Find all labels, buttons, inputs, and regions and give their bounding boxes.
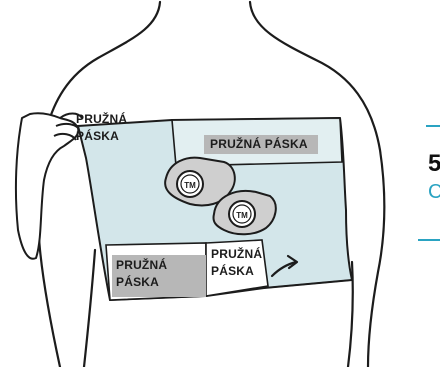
- label-strap-bottom-left-line1: PRUŽNÁ: [116, 257, 202, 274]
- label-strap-bottom-mid-line1: PRUŽNÁ: [211, 246, 262, 263]
- side-panel-sub: C: [428, 180, 440, 204]
- label-strap-bottom-mid-line2: PÁSKA: [211, 263, 262, 280]
- label-strap-top-right: PRUŽNÁ PÁSKA: [204, 135, 318, 154]
- side-panel-number: 5: [428, 150, 440, 178]
- label-strap-bottom-left-line2: PÁSKA: [116, 274, 202, 291]
- label-strap-bottom-mid: PRUŽNÁ PÁSKA: [211, 246, 262, 280]
- hand-outline: [16, 113, 82, 259]
- label-strap-bottom-left: PRUŽNÁ PÁSKA: [112, 255, 206, 297]
- label-strap-hand-line2: PÁSKA: [76, 128, 127, 145]
- label-strap-hand: PRUŽNÁ PÁSKA: [76, 111, 127, 145]
- device-logo-2: TM: [236, 211, 248, 220]
- label-strap-hand-line1: PRUŽNÁ: [76, 111, 127, 128]
- device-logo-1: TM: [184, 181, 196, 190]
